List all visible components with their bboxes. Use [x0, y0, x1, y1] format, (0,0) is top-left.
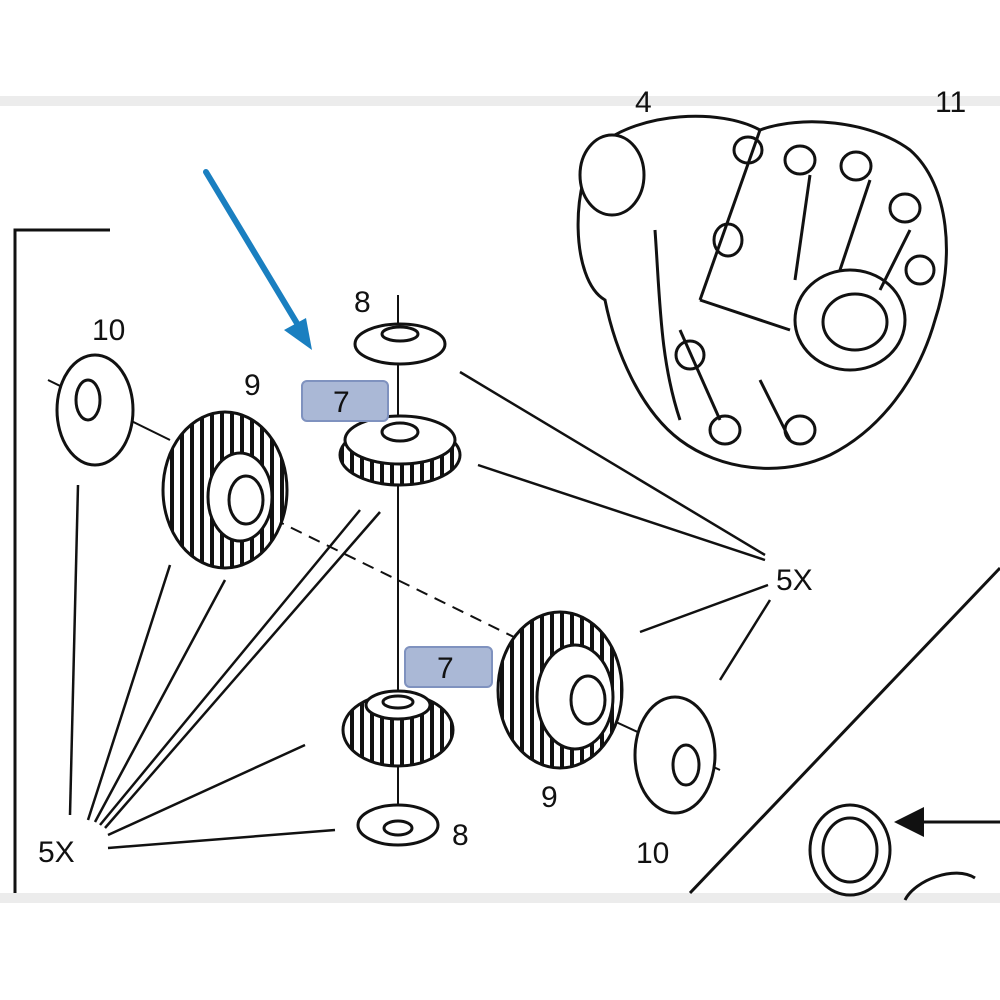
item-7-top-label: 7 [333, 386, 350, 419]
qty-5x-right-label: 5X [776, 564, 813, 597]
item-10-left-label: 10 [92, 314, 125, 347]
leader-lines-right-5x [459, 370, 772, 681]
bottom-thrust-washer [356, 803, 440, 847]
item-8-top-label: 8 [354, 286, 371, 319]
item-10-right-label: 10 [636, 837, 669, 870]
item-7-mid-label: 7 [437, 652, 454, 685]
bottom-frame-band [0, 893, 1000, 903]
left-thrust-washer [55, 353, 135, 467]
right-side-gear [496, 610, 624, 770]
leader-lines-left-5x [68, 484, 381, 850]
lower-pinion-gear [341, 689, 455, 768]
item-11-label: 11 [935, 86, 966, 119]
right-frame-diagonal [688, 566, 1000, 895]
item-9-right-label: 9 [541, 781, 558, 814]
top-thrust-washer [353, 322, 447, 366]
left-frame-bracket [13, 228, 110, 893]
differential-housing [576, 114, 948, 470]
highlight-box-top-7 [301, 380, 389, 422]
item-4-label: 4 [635, 86, 652, 119]
blue-callout-arrow [203, 169, 312, 350]
qty-5x-left-label: 5X [38, 836, 75, 869]
left-side-gear [161, 410, 289, 570]
item-8-bottom-label: 8 [452, 819, 469, 852]
item-9-left-label: 9 [244, 369, 261, 402]
top-frame-band [0, 96, 1000, 106]
right-thrust-washer [633, 695, 717, 815]
highlight-box-mid-7 [404, 646, 493, 688]
upper-pinion-gear [338, 414, 462, 487]
bottom-right-washer [808, 803, 976, 901]
